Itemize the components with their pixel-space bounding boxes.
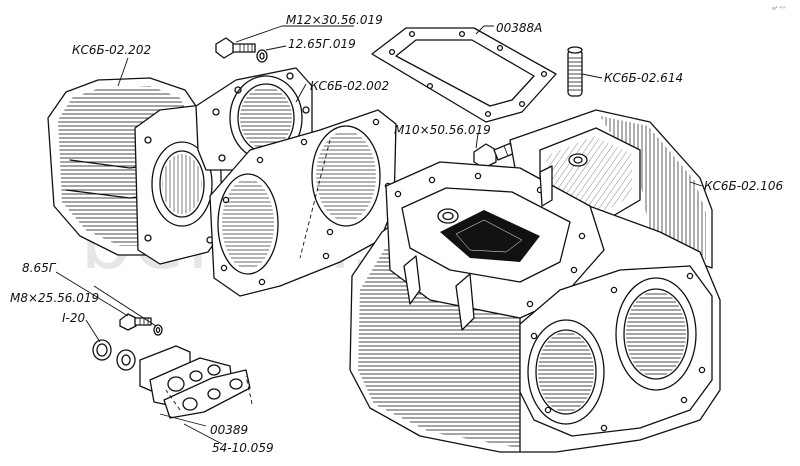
label-m8: М8×25.56.019 <box>10 291 99 305</box>
stud <box>567 46 583 97</box>
gear-housing <box>47 67 313 265</box>
flange-gasket <box>163 369 251 419</box>
leader-002 <box>295 83 307 103</box>
leader-w12 <box>265 45 287 51</box>
main-housing <box>349 109 721 453</box>
part-labels: КС6Б-02.202 М12×30.56.019 12.65Г.019 003… <box>10 6 786 455</box>
ring <box>92 339 136 371</box>
leader-lines <box>55 25 703 445</box>
leader-388a <box>475 25 494 35</box>
leader-106 <box>689 181 703 187</box>
bolt-m8 <box>119 313 152 331</box>
leader-dashed-1 <box>245 375 253 405</box>
corner-mark: м¹ ᵉᵖᵖ <box>772 6 786 12</box>
leader-m12 <box>235 25 354 43</box>
top-gasket <box>371 27 557 123</box>
leader-dashed-3 <box>299 139 331 259</box>
label-flange: 54-10.059 <box>212 441 274 455</box>
leader-kspb-202 <box>117 57 129 87</box>
label-w8: 8.65Г <box>22 261 57 275</box>
label-m12: М12×30.56.019 <box>286 13 383 27</box>
label-m10: М10×50.56.019 <box>394 123 491 137</box>
washer-8 <box>153 324 163 336</box>
label-gasket-388a: 00388А <box>496 21 542 35</box>
leader-m10 <box>475 133 479 149</box>
label-gasket-389: 00389 <box>210 423 248 437</box>
label-kspb-002: КС6Б-02.002 <box>310 79 389 93</box>
leader-614 <box>581 73 603 79</box>
label-w12: 12.65Г.019 <box>288 37 356 51</box>
leader-389 <box>159 413 207 427</box>
flange <box>139 345 233 409</box>
leader-w8 <box>55 271 157 327</box>
label-kspb-106: КС6Б-02.106 <box>704 179 783 193</box>
housing-gasket <box>209 109 397 297</box>
leader-ring <box>85 319 101 343</box>
label-ring: I-20 <box>62 311 86 325</box>
washer-12 <box>256 49 268 63</box>
label-kspb-202: КС6Б-02.202 <box>72 43 151 57</box>
bolt-m12 <box>215 37 256 59</box>
label-kspb-614: КС6Б-02.614 <box>604 71 683 85</box>
leader-flange <box>183 423 223 445</box>
